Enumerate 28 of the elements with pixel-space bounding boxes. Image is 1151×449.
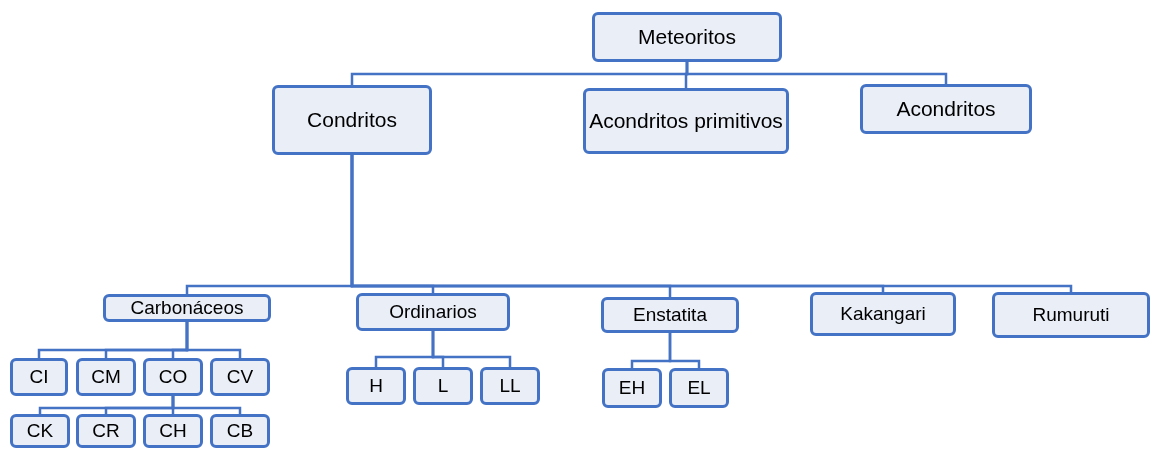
- category-box: CV: [210, 358, 270, 396]
- category-box: Carbonáceos: [103, 294, 271, 322]
- connector-line: [685, 62, 948, 84]
- category-box: CI: [10, 358, 68, 396]
- category-box: Acondritos: [860, 84, 1032, 134]
- category-box: CB: [210, 414, 270, 448]
- category-box: LL: [480, 367, 540, 405]
- category-box: EH: [602, 368, 662, 408]
- category-box: CR: [76, 414, 136, 448]
- category-box: CM: [76, 358, 136, 396]
- connector-line: [431, 331, 512, 367]
- connector-line: [185, 322, 242, 358]
- category-box: CH: [143, 414, 203, 448]
- category-box: Acondritos primitivos: [583, 88, 789, 154]
- category-box: Condritos: [272, 85, 432, 155]
- category-box: Rumuruti: [992, 292, 1150, 338]
- category-box: Kakangari: [810, 292, 956, 336]
- category-box: Ordinarios: [356, 293, 510, 331]
- category-box: Meteoritos: [592, 12, 782, 62]
- category-box: CO: [143, 358, 203, 396]
- category-box: CK: [10, 414, 70, 448]
- connector-line: [668, 333, 701, 368]
- category-box: L: [413, 367, 473, 405]
- connector-line: [350, 155, 1073, 293]
- category-box: Enstatita: [601, 297, 739, 333]
- category-box: EL: [669, 368, 729, 408]
- category-box: H: [346, 367, 406, 405]
- connector-line: [171, 396, 242, 414]
